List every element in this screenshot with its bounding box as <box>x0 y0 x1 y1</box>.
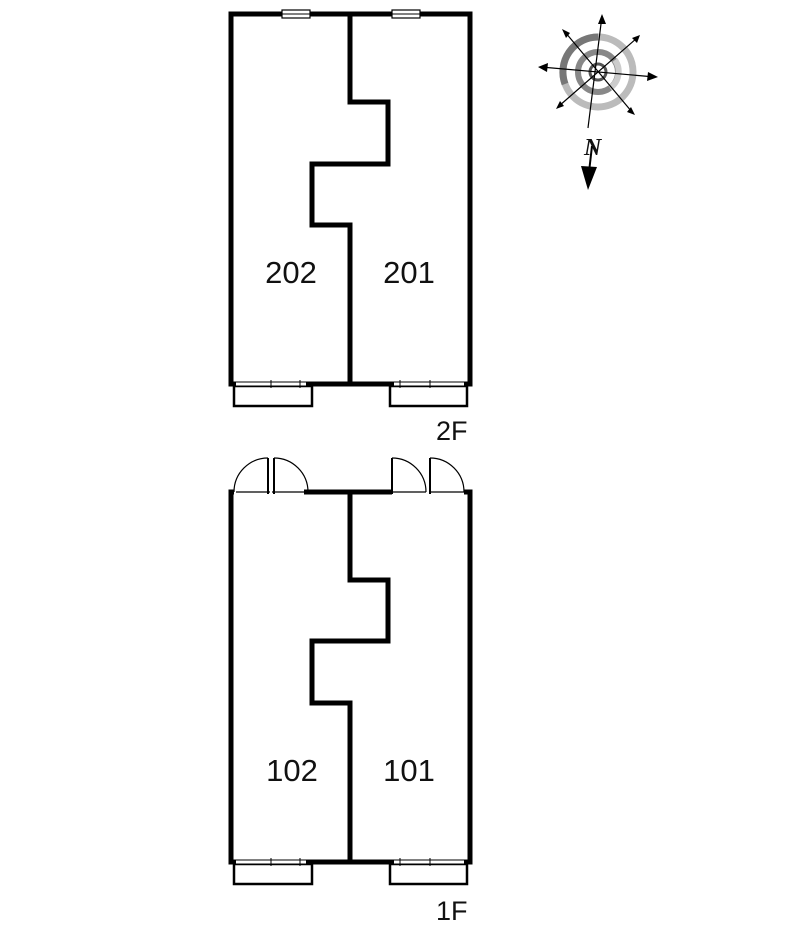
floor-1f-balcony-102 <box>232 858 314 886</box>
floor-label-2f: 2F <box>436 416 468 446</box>
floor-label-1f: 1F <box>436 896 468 926</box>
room-label-101: 101 <box>383 753 435 788</box>
compass-north-label: N <box>583 135 603 161</box>
floor-1f-balcony-101 <box>388 858 469 886</box>
floor-2f-balcony-202 <box>232 380 314 408</box>
compass-rose-icon: N <box>538 14 658 190</box>
floor-1f-partition-wall <box>309 492 391 862</box>
door-swing-101-right <box>429 457 465 494</box>
floor-1f: 102 101 1F <box>228 457 473 926</box>
floor-2f-partition-wall <box>309 14 391 384</box>
room-label-202: 202 <box>265 255 317 290</box>
door-swing-101-left <box>391 457 427 494</box>
floor-2f-balcony-201 <box>388 380 469 408</box>
room-label-201: 201 <box>383 255 435 290</box>
floor-2f: 202 201 2F <box>228 9 473 446</box>
door-swing-102-left <box>233 457 270 494</box>
room-label-102: 102 <box>266 753 318 788</box>
north-arrow-icon <box>581 166 597 190</box>
door-swing-102-right <box>272 457 309 494</box>
